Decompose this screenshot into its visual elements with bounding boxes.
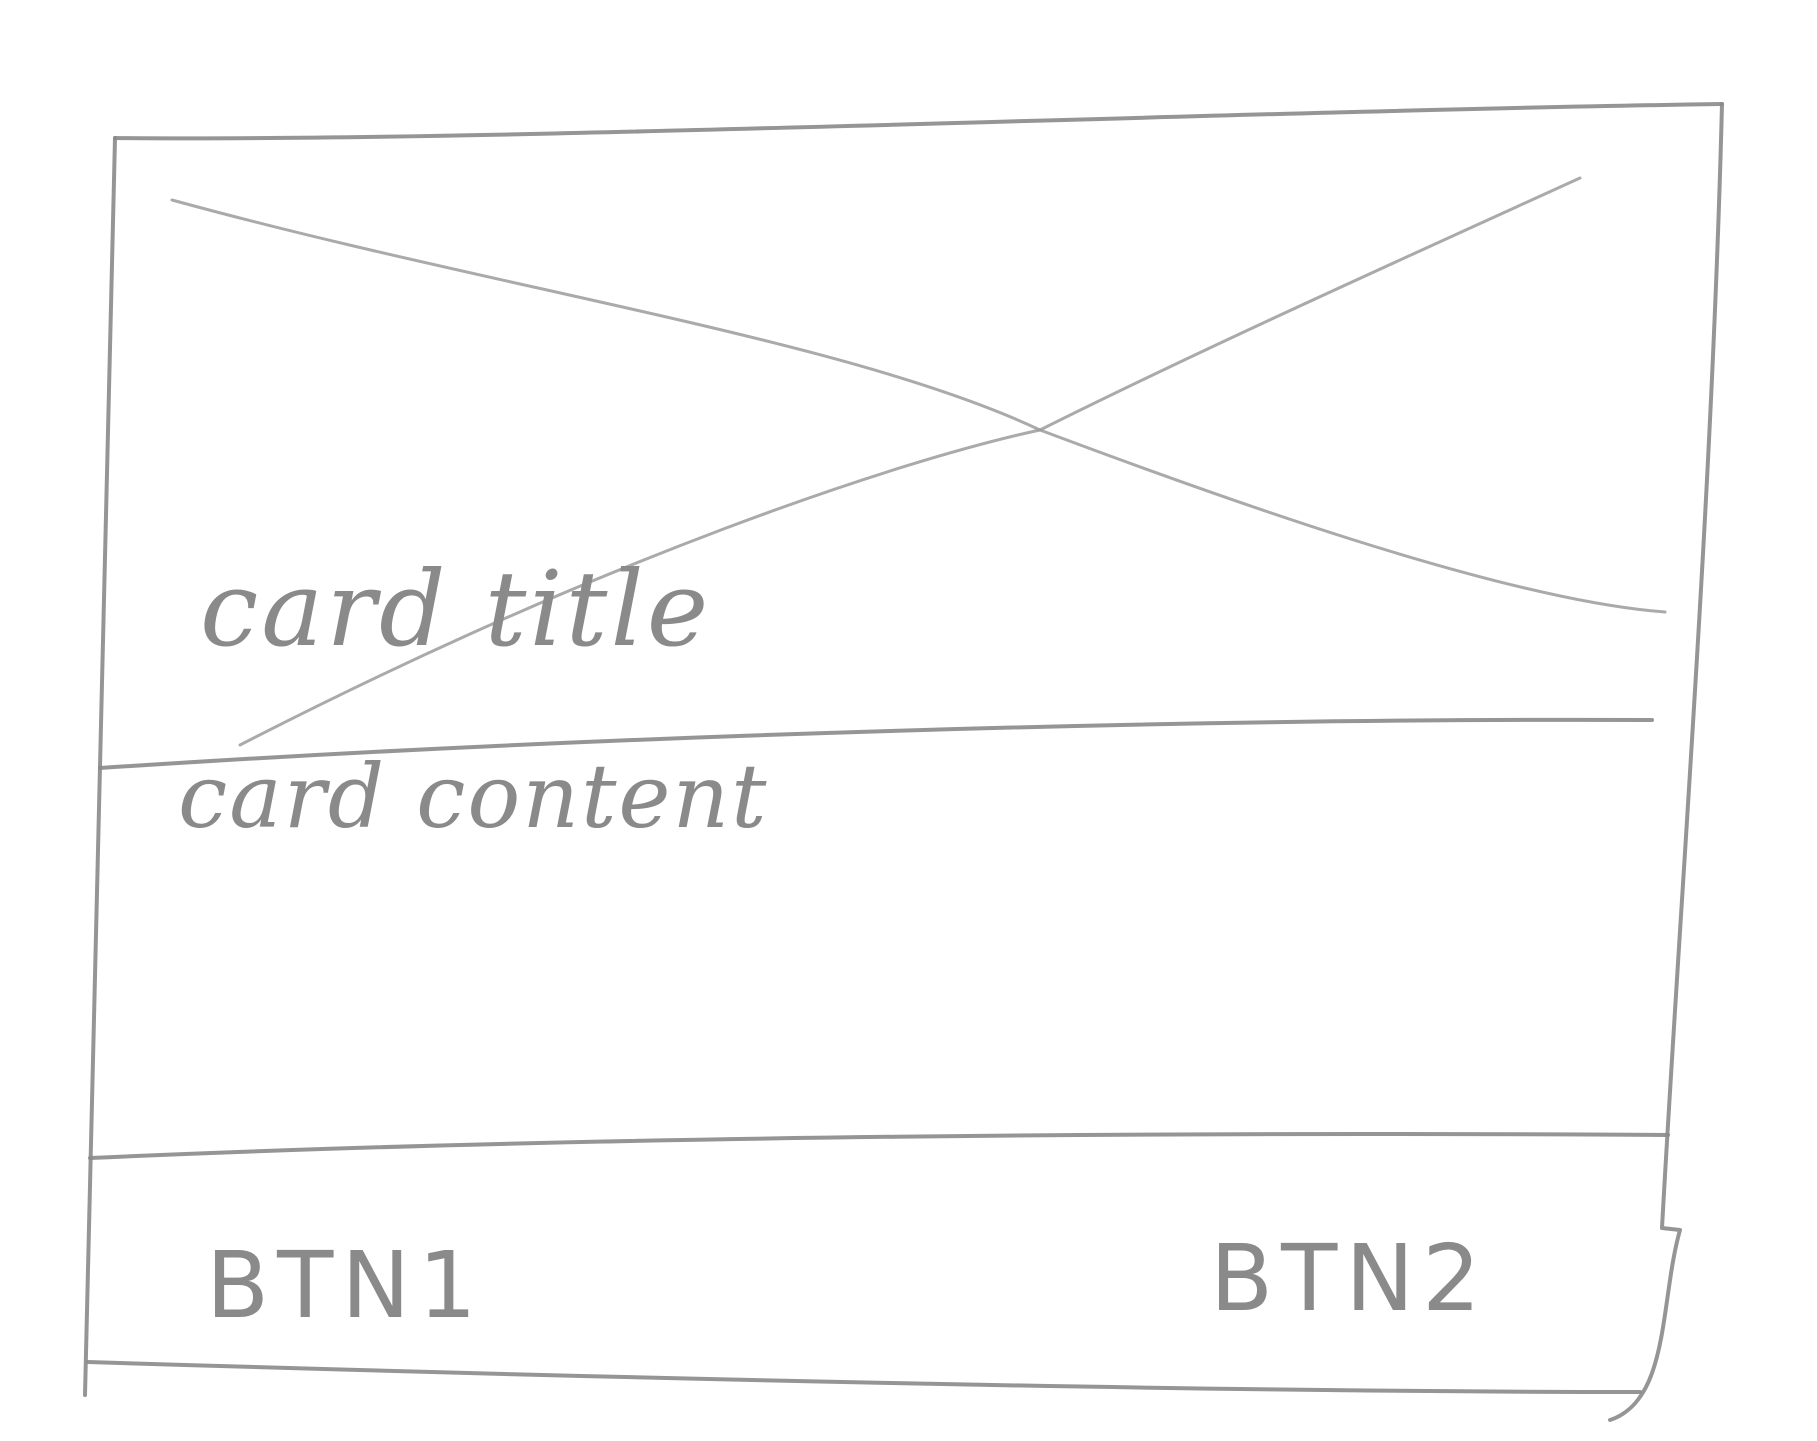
card-title: card title [200, 548, 712, 670]
btn2-button[interactable]: BTN2 [1210, 1225, 1489, 1332]
image-placeholder-cross-line-1 [170, 198, 1667, 614]
card-border-bottom [86, 1360, 1642, 1394]
card-border-right [1608, 102, 1724, 1422]
card-border-top [113, 102, 1724, 141]
actions-divider [88, 1132, 1670, 1160]
card-content: card content [178, 745, 769, 848]
title-divider [98, 717, 1654, 770]
card-border-left [83, 136, 117, 1397]
btn1-button[interactable]: BTN1 [206, 1232, 485, 1339]
image-placeholder-cross-line-2 [238, 176, 1582, 747]
